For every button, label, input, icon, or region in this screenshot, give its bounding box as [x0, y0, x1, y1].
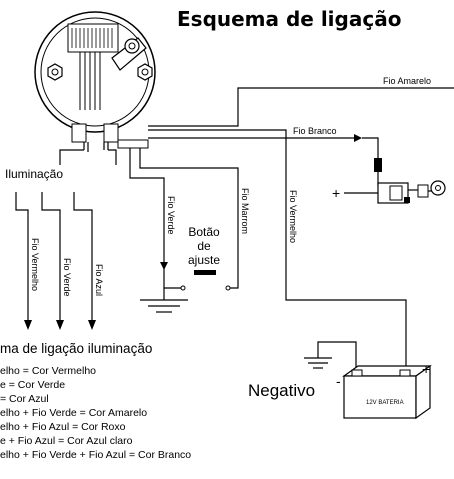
main-harness — [83, 139, 149, 152]
wire-marrom-label: Fio Marrom — [240, 188, 250, 234]
wire-branco-label: Fio Branco — [293, 126, 337, 136]
legend-line-7: elho + Fio Verde + Fio Azul = Cor Branco — [0, 449, 191, 461]
illum-wire-verde: Fio Verde — [62, 258, 72, 297]
battery-plus: + — [422, 361, 430, 377]
adjust-button-icon: Botão de ajuste — [164, 225, 231, 291]
wire-verde: Fio Verde — [129, 148, 176, 270]
ground-icon — [140, 268, 188, 313]
stud-right-icon — [111, 37, 153, 81]
legend-line-5: elho + Fio Azul = Cor Roxo — [0, 421, 126, 433]
legend-line-3: = Cor Azul — [0, 393, 49, 405]
wire-amarelo: Fio Amarelo — [148, 76, 454, 127]
legend-line-2: e = Cor Verde — [0, 379, 65, 391]
button-label-1: Botão — [188, 225, 220, 239]
wire-verde-label: Fio Verde — [166, 196, 176, 235]
illum-wire-azul: Fio Azul — [94, 264, 104, 296]
button-label-3: ajuste — [188, 253, 220, 267]
illumination-legend: ma de ligação iluminação elho = Cor Verm… — [0, 341, 191, 461]
wire-marrom: Fio Marrom — [139, 148, 250, 289]
battery-icon: 12V BATERIA + — [342, 361, 432, 420]
illum-wire-vermelho: Fio Vermelho — [30, 238, 40, 291]
button-label-2: de — [197, 239, 211, 253]
wire-amarelo-label: Fio Amarelo — [383, 76, 431, 86]
legend-line-1: elho = Cor Vermelho — [0, 365, 96, 377]
stud-left-icon — [47, 63, 63, 81]
illumination-label: Iluminação — [5, 167, 63, 181]
ignition-switch-icon: + — [332, 180, 446, 204]
wire-vermelho-label: Fio Vermelho — [288, 190, 298, 243]
legend-line-6: e + Fio Azul = Cor Azul claro — [0, 435, 133, 447]
legend-title: ma de ligação iluminação — [0, 341, 152, 356]
ignition-plus: + — [332, 185, 340, 201]
wire-branco: Fio Branco — [148, 126, 382, 186]
gauge-back — [34, 11, 156, 143]
negative-minus: - — [336, 373, 341, 389]
battery-label: 12V BATERIA — [366, 400, 404, 406]
negative-label: Negativo — [248, 381, 315, 400]
legend-line-4: elho + Fio Verde = Cor Amarelo — [0, 407, 147, 419]
illumination-harness: Iluminação Fio Vermelho Fio Verde Fio Az… — [5, 149, 117, 330]
battery-negative-wire — [304, 341, 357, 372]
wire-vermelho-main: Fio Vermelho — [148, 129, 407, 372]
diagram-title: Esquema de ligação — [177, 7, 401, 31]
